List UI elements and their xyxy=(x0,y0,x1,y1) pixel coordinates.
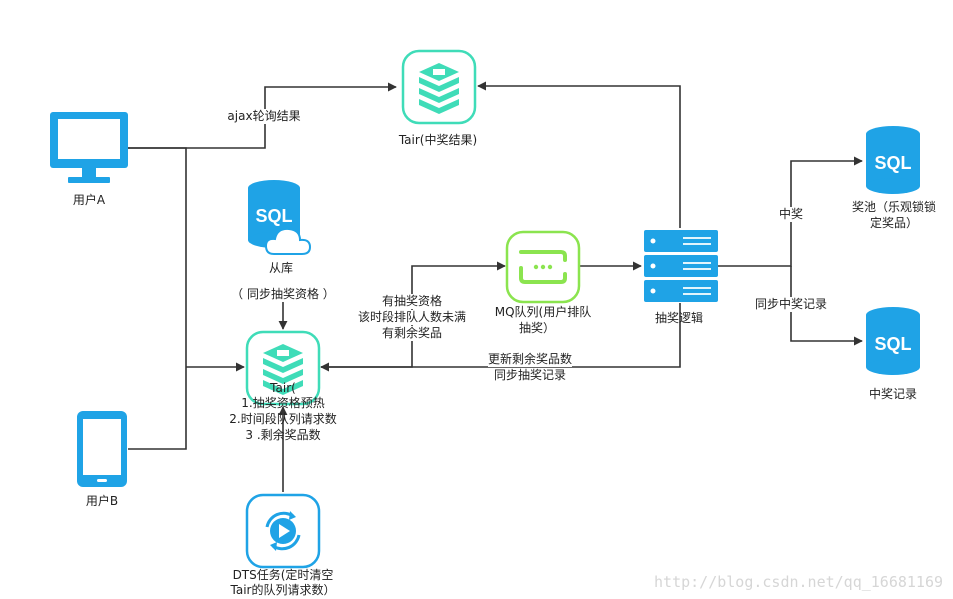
win-record-node: SQL xyxy=(864,305,922,383)
slave-db-node: SQL xyxy=(244,178,322,262)
dts-line-2: Tair的队列请求数） xyxy=(230,583,336,597)
prize-pool-line-1: 奖池（乐观锁锁 xyxy=(851,200,937,214)
sql-database-icon: SQL xyxy=(866,126,920,194)
tair-result-label: Tair(中奖结果) xyxy=(398,133,478,147)
monitor-icon xyxy=(50,112,128,183)
sql-database-icon: SQL xyxy=(866,307,920,375)
edge-logic-to-result xyxy=(477,81,681,228)
prize-pool-sql-text: SQL xyxy=(874,153,911,173)
edge-label-update-1: 更新剩余奖品数 xyxy=(487,352,573,367)
watermark: http://blog.csdn.net/qq_16681169 xyxy=(654,573,943,591)
prize-pool-node: SQL xyxy=(864,124,922,202)
edge-label-eligibility-2: 该时段排队人数未满 xyxy=(357,310,467,325)
redis-stack-icon xyxy=(245,330,321,406)
tair-main-node xyxy=(245,330,321,410)
tair-main-line-1: Tair( xyxy=(270,381,296,395)
tair-main-line-2: 1.抽奖资格预热 xyxy=(241,396,325,410)
slave-db-sublabel: （ 同步抽奖资格 ） xyxy=(231,287,335,301)
edge-user-a-bus xyxy=(128,147,187,450)
user-a-node xyxy=(48,110,130,190)
slave-db-sql-text: SQL xyxy=(255,206,292,226)
win-record-label: 中奖记录 xyxy=(868,387,918,401)
edge-label-sync-record: 同步中奖记录 xyxy=(754,297,828,312)
user-b-node xyxy=(76,410,128,492)
tair-main-line-4: 3 .剩余奖品数 xyxy=(245,428,321,442)
edge-logic-to-record xyxy=(790,266,863,346)
tair-main-line-3: 2.时间段队列请求数 xyxy=(229,412,337,426)
edge-label-update-2: 同步抽奖记录 xyxy=(493,368,567,383)
edge-label-eligibility-1: 有抽奖资格 xyxy=(381,294,443,309)
lottery-logic-label: 抽奖逻辑 xyxy=(654,311,704,325)
sql-database-icon: SQL xyxy=(248,180,312,255)
tair-result-node xyxy=(401,49,477,129)
slave-db-label: 从库 xyxy=(268,261,294,275)
user-a-label: 用户A xyxy=(72,193,106,207)
mq-line-1: MQ队列(用户排队 xyxy=(494,305,592,319)
redis-stack-icon xyxy=(401,49,477,125)
dts-node xyxy=(245,493,321,573)
win-record-sql-text: SQL xyxy=(874,334,911,354)
sync-play-icon xyxy=(245,493,321,569)
lottery-logic-node xyxy=(643,228,719,308)
mq-node xyxy=(505,230,581,308)
edge-label-ajax-poll: ajax轮询结果 xyxy=(227,109,301,124)
prize-pool-line-2: 定奖品） xyxy=(869,216,919,230)
edge-label-eligibility-3: 有剩余奖品 xyxy=(381,326,443,341)
dts-line-1: DTS任务(定时清空 xyxy=(232,568,334,582)
edge-logic-to-tair xyxy=(320,303,681,372)
phone-icon xyxy=(77,411,127,487)
server-rack-icon xyxy=(644,230,718,302)
mq-line-2: 抽奖） xyxy=(518,321,556,335)
message-queue-icon xyxy=(505,230,581,304)
edge-label-win: 中奖 xyxy=(778,207,804,222)
user-b-label: 用户B xyxy=(85,494,119,508)
